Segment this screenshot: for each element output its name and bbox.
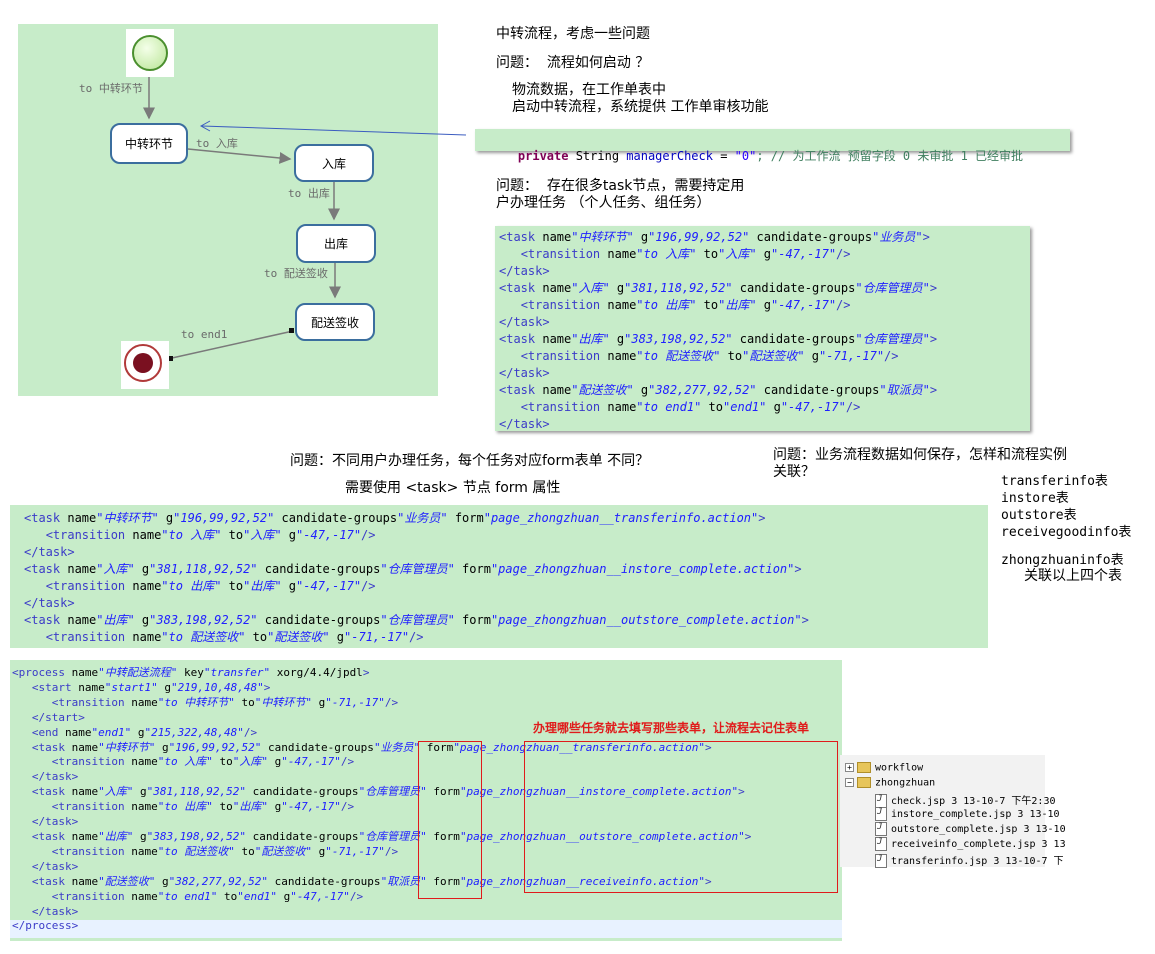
code-line: </task>: [499, 417, 550, 431]
edge-label-1: to 入库: [196, 137, 238, 150]
code-line: </task>: [31, 859, 79, 873]
tree-file[interactable]: check.jsp 3 13-10-7 下午2:30: [875, 792, 1056, 808]
edge-label-start: to 中转环节: [79, 82, 143, 95]
red-annotation: 办理哪些任务就去填写那些表单，让流程去记住表单: [533, 721, 810, 735]
java-field-snippet: private String managerCheck = "0"; // 为工…: [475, 129, 1070, 163]
jsp-file-icon: [875, 807, 887, 821]
java-type: String: [568, 149, 627, 163]
tree-file[interactable]: instore_complete.jsp 3 13-10: [875, 807, 1060, 821]
code-line: </task>: [24, 545, 75, 559]
note-main-table: zhongzhuaninfo表: [1001, 553, 1124, 568]
note-question-data: 问题：业务流程数据如何保存，怎样和流程实例 关联？: [773, 447, 1067, 480]
code-line: </start>: [31, 710, 85, 724]
code-line: <task name"出库" g"383,198,92,52" candidat…: [499, 332, 938, 346]
code-line: <task name"入库" g"381,118,92,52" candidat…: [24, 562, 802, 576]
java-keyword: private: [517, 149, 569, 163]
edge-label-2: to 出库: [288, 187, 330, 200]
folder-open-icon: [857, 777, 871, 788]
code-block-process-text: <process name"中转配送流程" key"transfer" xorg…: [12, 666, 751, 934]
code-line: </task>: [31, 770, 79, 784]
code-line: </task>: [499, 264, 550, 278]
code-line: <transition name"to 配送签收" to"配送签收" g"-71…: [45, 630, 424, 644]
java-eq: =: [712, 149, 735, 163]
task-node-transfer[interactable]: 中转环节: [110, 123, 188, 164]
tree-folder-workflow[interactable]: +workflow: [845, 762, 923, 774]
java-comment: ; // 为工作流 预留字段 0 未审批 1 已经审批: [756, 149, 1024, 163]
code-line: <transition name"to 出库" to"出库" g"-47,-17…: [45, 579, 376, 593]
note-form-answer: 需要使用 <task> 节点 form 属性: [345, 480, 561, 496]
code-line: </task>: [24, 596, 75, 610]
jsp-file-icon: [875, 794, 887, 808]
code-line: <task name"出库" g"383,198,92,52" candidat…: [31, 829, 752, 843]
note-start-answer: 物流数据，在工作单表中 启动中转流程，系统提供 工作单审核功能: [512, 82, 769, 115]
java-field: managerCheck: [626, 149, 713, 163]
code-line: </task>: [31, 815, 79, 829]
code-line: <transition name"to 入库" to"入库" g"-47,-17…: [45, 528, 376, 542]
code-block-tasks-text: <task name"中转环节" g"196,99,92,52" candida…: [499, 229, 937, 433]
code-line: <start name"start1" g"219,10,48,48">: [31, 680, 271, 694]
edge-label-end: to end1: [181, 328, 228, 341]
note-title: 中转流程，考虑一些问题: [496, 26, 650, 42]
java-value: "0": [734, 149, 757, 163]
code-block-process: [10, 660, 842, 941]
end-event-icon: [121, 341, 169, 389]
code-line: </process>: [12, 919, 79, 933]
red-box-groups: [418, 741, 482, 899]
red-box-forms: [524, 741, 838, 893]
code-line: <process name"中转配送流程" key"transfer" xorg…: [12, 666, 370, 679]
task-node-outstore[interactable]: 出库: [296, 224, 376, 263]
note-association: 关联以上四个表: [1024, 568, 1122, 584]
code-line: <transition name"to 出库" to"出库" g"-47,-17…: [51, 800, 355, 814]
code-line: <transition name"to end1" to"end1" g"-47…: [520, 400, 861, 414]
code-line: </task>: [499, 315, 550, 329]
code-line: <transition name"to 出库" to"出库" g"-47,-17…: [520, 298, 851, 312]
code-line: </task>: [31, 904, 79, 918]
code-block-form-text: <task name"中转环节" g"196,99,92,52" candida…: [24, 510, 809, 646]
jsp-file-icon: [875, 854, 887, 868]
note-question-form: 问题：不同用户办理任务，每个任务对应form表单 不同？: [290, 453, 650, 469]
code-line: <task name"配送签收" g"382,277,92,52" candid…: [499, 383, 938, 397]
pointer-arrow: [201, 125, 467, 136]
code-line: <transition name"to 入库" to"入库" g"-47,-17…: [51, 755, 355, 769]
task-node-receive[interactable]: 配送签收: [295, 303, 375, 341]
tree-file[interactable]: transferinfo.jsp 3 13-10-7 下: [875, 852, 1064, 868]
code-line: <transition name"to end1" to"end1" g"-47…: [51, 889, 364, 903]
start-event-icon: [126, 29, 174, 77]
code-line: <task name"出库" g"383,198,92,52" candidat…: [24, 613, 809, 627]
code-line: <task name"入库" g"381,118,92,52" candidat…: [31, 785, 745, 799]
code-block-tasks: [495, 226, 1030, 431]
code-line: <task name"入库" g"381,118,92,52" candidat…: [499, 281, 938, 295]
code-line: <task name"中转环节" g"196,99,92,52" candida…: [24, 511, 766, 525]
editor-last-line-highlight: [10, 920, 842, 938]
note-question-start: 问题： 流程如何启动 ？: [496, 55, 650, 71]
tree-file[interactable]: outstore_complete.jsp 3 13-10: [875, 822, 1066, 836]
code-line: <end name"end1" g"215,322,48,48"/>: [31, 725, 258, 739]
task-node-instore[interactable]: 入库: [294, 144, 374, 182]
code-line: <task name"中转环节" g"196,99,92,52" candida…: [31, 740, 712, 754]
note-question-tasks: 问题： 存在很多task节点，需要持定用 户办理任务 （个人任务、组任务）: [496, 178, 745, 211]
code-line: <transition name"to 配送签收" to"配送签收" g"-71…: [51, 844, 399, 858]
jsp-file-icon: [875, 837, 887, 851]
edge-1-line: [187, 148, 292, 164]
folder-icon: [857, 762, 871, 773]
tree-folder-zhongzhuan[interactable]: −zhongzhuan: [845, 777, 935, 789]
code-line: <task name"配送签收" g"382,277,92,52" candid…: [31, 874, 712, 888]
code-line: <transition name"to 中转环节" to"中转环节" g"-71…: [51, 695, 399, 709]
code-line: </task>: [499, 366, 550, 380]
edge-label-3: to 配送签收: [264, 267, 328, 280]
edge-end-line: [171, 330, 294, 359]
code-line: <transition name"to 配送签收" to"配送签收" g"-71…: [520, 349, 899, 363]
code-block-form: [10, 505, 988, 648]
code-line: <task name"中转环节" g"196,99,92,52" candida…: [499, 230, 930, 244]
jsp-file-icon: [875, 822, 887, 836]
tree-file[interactable]: receiveinfo_complete.jsp 3 13: [875, 837, 1066, 851]
note-table-list: transferinfo表 instore表 outstore表 receive…: [1001, 474, 1132, 540]
code-line: <transition name"to 入库" to"入库" g"-47,-17…: [520, 247, 851, 261]
